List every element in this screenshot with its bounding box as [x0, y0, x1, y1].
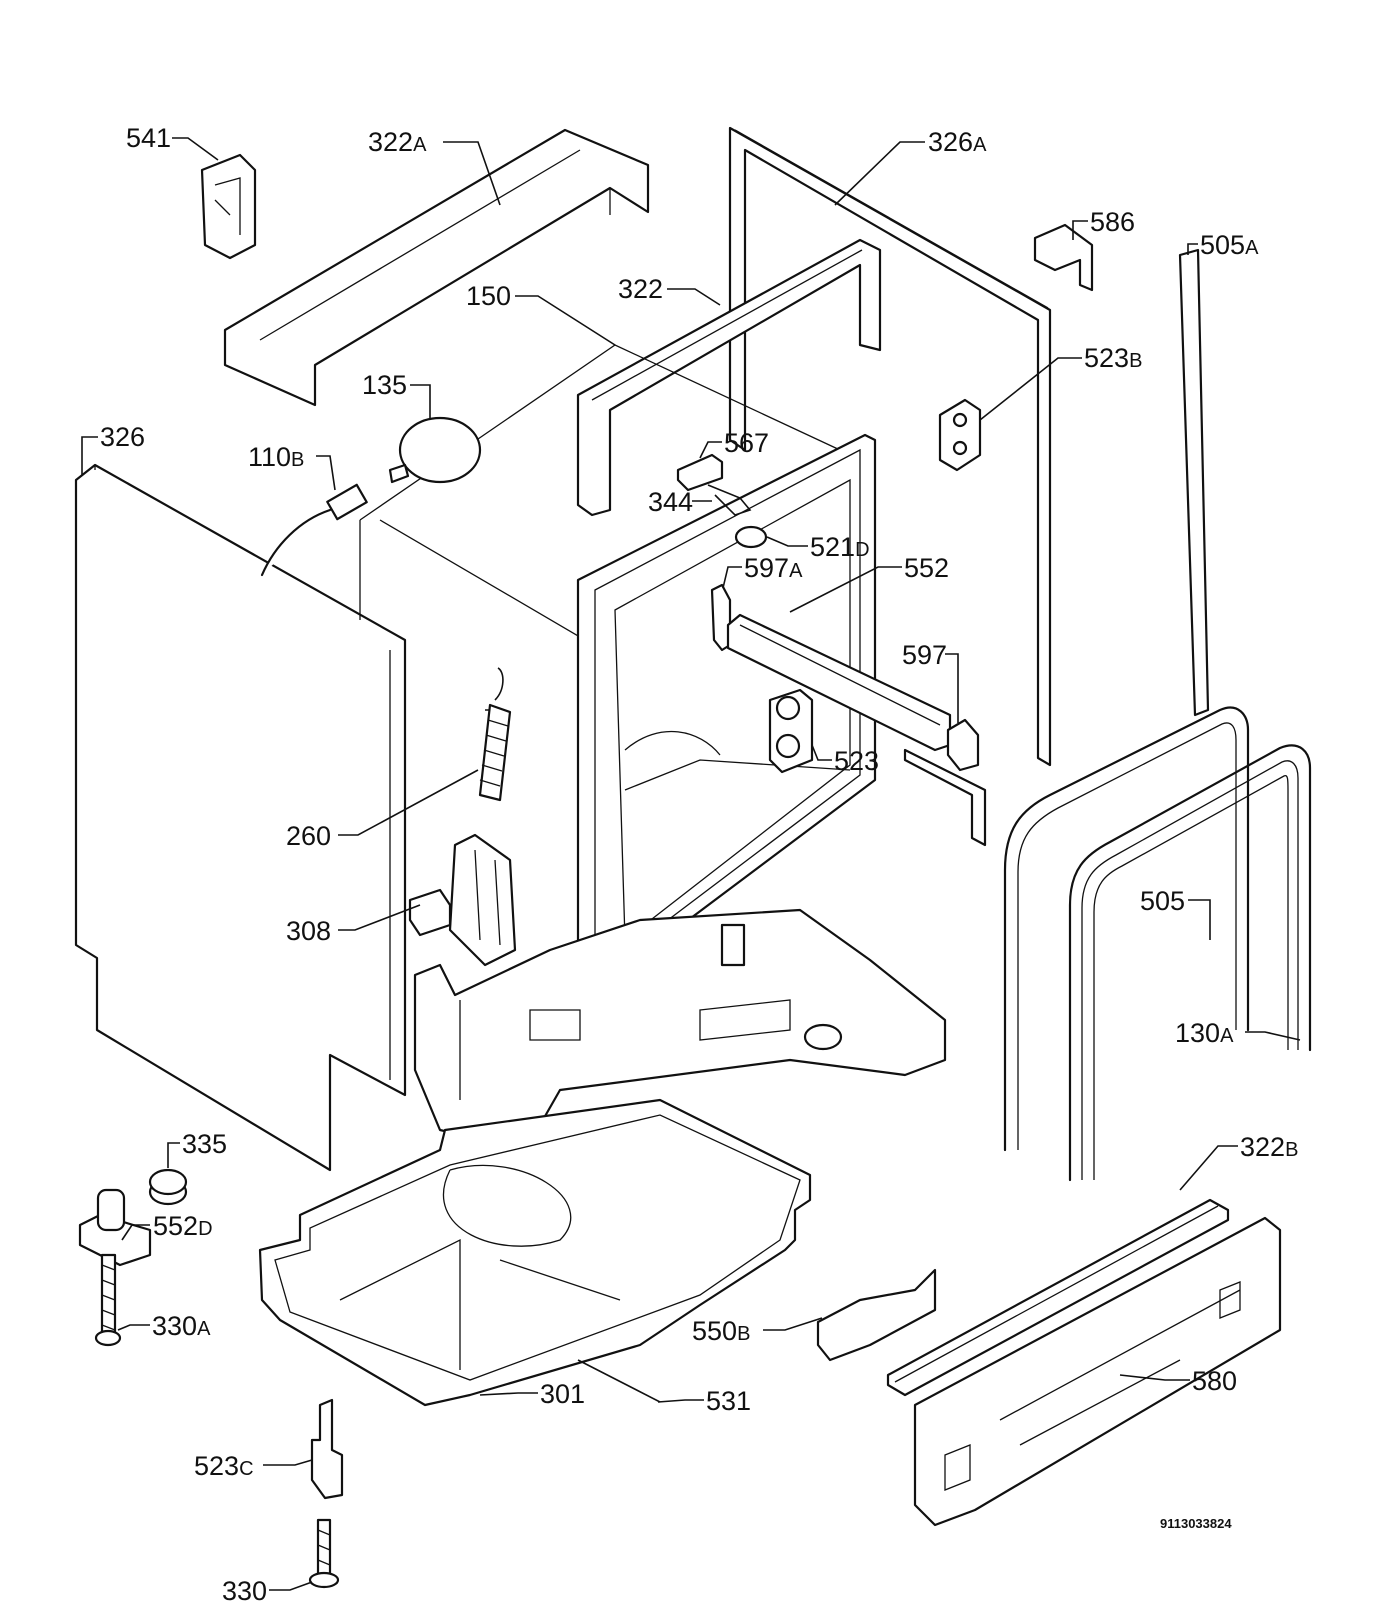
base-frame	[413, 908, 947, 1147]
strip-505A	[1178, 248, 1210, 717]
leader-lines	[81, 137, 1301, 1591]
front-rail-322B	[886, 1198, 1230, 1397]
label-322B: 322B	[1240, 1132, 1298, 1162]
label-580: 580	[1192, 1366, 1237, 1396]
label-531: 531	[706, 1386, 751, 1416]
kick-plate-580	[913, 1216, 1282, 1527]
screw-330A	[94, 1253, 122, 1347]
base-tray-301	[258, 1098, 812, 1407]
label-260: 260	[286, 821, 331, 851]
label-330A: 330A	[152, 1311, 211, 1341]
screw-330	[308, 1518, 340, 1589]
label-330: 330	[222, 1576, 267, 1606]
gear-335	[148, 1168, 188, 1206]
label-344: 344	[648, 487, 693, 517]
label-505A: 505A	[1200, 230, 1259, 260]
label-550B: 550B	[692, 1316, 750, 1346]
label-586: 586	[1090, 207, 1135, 237]
nozzle-523	[768, 688, 814, 774]
clip-541	[200, 153, 257, 260]
label-597A: 597A	[744, 553, 803, 583]
document-number: 9113033824	[1160, 1516, 1232, 1531]
label-150: 150	[466, 281, 511, 311]
clip-597	[946, 718, 980, 772]
clip-567	[676, 453, 724, 492]
inner-door-frame	[576, 433, 877, 977]
label-523: 523	[834, 746, 879, 776]
label-597: 597	[902, 640, 947, 670]
label-523B: 523B	[1084, 343, 1142, 373]
rod-531	[577, 1359, 661, 1403]
label-552D: 552D	[153, 1211, 213, 1241]
bracket-523B	[938, 398, 982, 472]
door-seal-505	[1003, 706, 1250, 1152]
bracket-586	[1033, 223, 1094, 292]
top-rail-322A	[223, 128, 650, 407]
label-110B: 110B	[248, 442, 304, 472]
spring-344	[707, 484, 752, 516]
side-panel-right-326A	[728, 126, 1052, 847]
label-130A: 130A	[1175, 1018, 1234, 1048]
label-567: 567	[724, 428, 769, 458]
spring-260	[478, 667, 512, 802]
label-322A: 322A	[368, 127, 427, 157]
label-505: 505	[1140, 886, 1185, 916]
top-rail-322	[576, 238, 882, 517]
bracket-523C	[310, 1398, 344, 1500]
hose-110B	[260, 483, 368, 577]
label-308: 308	[286, 916, 331, 946]
label-326: 326	[100, 422, 145, 452]
grommet-521D	[734, 525, 768, 549]
valve-552D	[78, 1188, 152, 1267]
hinge-308	[408, 833, 517, 967]
label-326A: 326A	[928, 127, 987, 157]
side-panel-left-326	[74, 463, 407, 1172]
label-541: 541	[126, 123, 171, 153]
label-521D: 521D	[810, 532, 870, 562]
label-322: 322	[618, 274, 663, 304]
part-labels: 541 322A 326A 586 505A 150 322 523B 135 …	[100, 123, 1298, 1606]
label-552: 552	[904, 553, 949, 583]
label-523C: 523C	[194, 1451, 254, 1481]
label-135: 135	[362, 370, 407, 400]
label-335: 335	[182, 1129, 227, 1159]
pressure-chamber-135	[388, 416, 482, 484]
bracket-550B	[816, 1268, 937, 1362]
label-301: 301	[540, 1379, 585, 1409]
gasket-130A	[1068, 744, 1312, 1182]
